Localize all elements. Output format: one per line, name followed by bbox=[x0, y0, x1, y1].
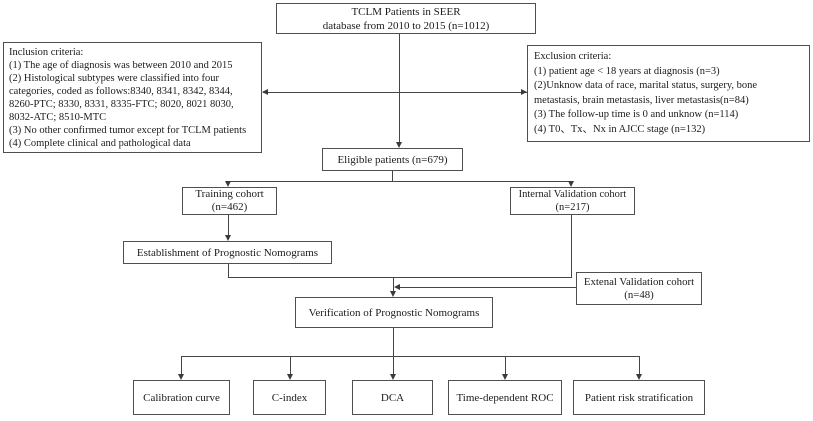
node-calibration-curve: Calibration curve bbox=[133, 380, 230, 415]
arrowhead-into-eligible bbox=[396, 142, 402, 148]
node-internal-validation-cohort: Internal Validation cohort (n=217) bbox=[510, 187, 635, 215]
connector-center-drop bbox=[393, 277, 394, 292]
arrowhead-into-time-roc bbox=[502, 374, 508, 380]
arrowhead-into-inclusion bbox=[262, 89, 268, 95]
connector-eligible-stub bbox=[392, 171, 393, 182]
arrowhead-into-verification bbox=[390, 291, 396, 297]
arrowhead-into-dca bbox=[390, 374, 396, 380]
node-c-index: C-index bbox=[253, 380, 326, 415]
arrowhead-into-exclusion bbox=[521, 89, 527, 95]
node-verification-nomograms: Verification of Prognostic Nomograms bbox=[295, 297, 493, 328]
node-dca: DCA bbox=[352, 380, 433, 415]
arrowhead-into-calibration bbox=[178, 374, 184, 380]
connector-establishment-down bbox=[228, 264, 229, 278]
arrowhead-into-internal-validation bbox=[568, 181, 574, 187]
node-external-validation-cohort: Extenal Validation cohort (n=48) bbox=[576, 272, 702, 305]
node-patient-risk-stratification: Patient risk stratification bbox=[573, 380, 705, 415]
connector-branch-time-roc bbox=[505, 356, 506, 375]
node-eligible-patients: Eligible patients (n=679) bbox=[322, 148, 463, 171]
arrowhead-into-risk-strat bbox=[636, 374, 642, 380]
node-time-dependent-roc: Time-dependent ROC bbox=[448, 380, 562, 415]
connector-external-validation-line bbox=[398, 287, 576, 288]
connector-distributor-line bbox=[181, 356, 639, 357]
node-inclusion-criteria: Inclusion criteria: (1) The age of diagn… bbox=[3, 42, 262, 153]
connector-seer-to-eligible bbox=[399, 34, 400, 143]
connector-branch-dca bbox=[393, 356, 394, 375]
connector-cohort-split bbox=[228, 181, 572, 182]
connector-branch-risk-strat bbox=[639, 356, 640, 375]
connector-training-to-establishment bbox=[228, 215, 229, 236]
connector-branch-calibration bbox=[181, 356, 182, 375]
node-training-cohort: Training cohort (n=462) bbox=[182, 187, 277, 215]
arrowhead-into-training bbox=[225, 181, 231, 187]
connector-criteria-line bbox=[263, 92, 527, 93]
connector-internal-validation-down bbox=[571, 215, 572, 278]
connector-verification-drop bbox=[393, 328, 394, 356]
arrowhead-external-to-center bbox=[394, 284, 400, 290]
node-establishment-nomograms: Establishment of Prognostic Nomograms bbox=[123, 241, 332, 264]
node-seer-database: TCLM Patients in SEER database from 2010… bbox=[276, 3, 536, 34]
node-exclusion-criteria: Exclusion criteria: (1) patient age < 18… bbox=[527, 45, 810, 142]
connector-join-line bbox=[228, 277, 572, 278]
connector-branch-c-index bbox=[290, 356, 291, 375]
arrowhead-into-c-index bbox=[287, 374, 293, 380]
arrowhead-into-establishment bbox=[225, 235, 231, 241]
